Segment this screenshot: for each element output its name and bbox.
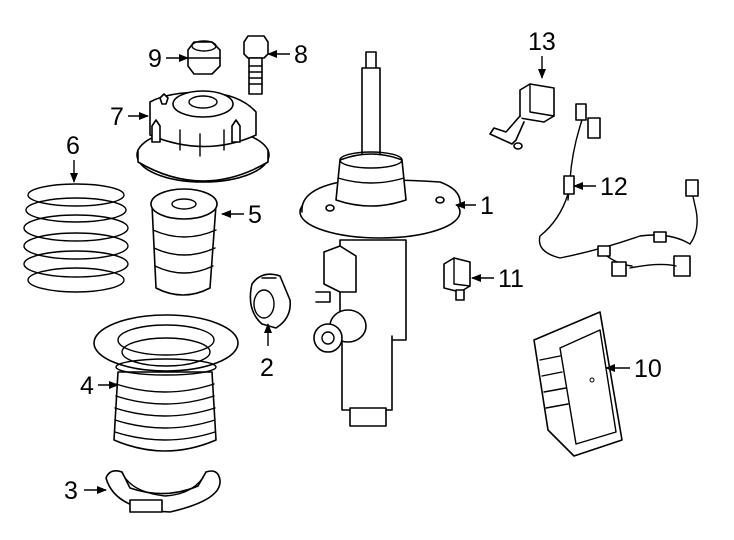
callout-9: 9 [148,45,162,73]
wiring-harness [538,103,699,277]
callout-12: 12 [600,173,628,201]
bushing [249,273,292,329]
dust-boot [93,314,239,452]
callout-4: 4 [80,372,94,400]
coil-spring [23,183,129,293]
callout-1: 1 [480,192,494,220]
bump-stop [150,188,218,296]
callout-5: 5 [248,201,262,229]
lower-spring-pad [105,470,221,513]
sensor-clip [443,257,471,301]
callout-labels: 1 2 3 4 5 6 7 8 9 10 11 12 13 [64,28,662,505]
height-sensor [489,83,555,150]
shock-absorber [299,51,461,427]
callout-7: 7 [110,103,124,131]
callout-6: 6 [66,132,80,160]
callout-3: 3 [64,477,78,505]
callout-11: 11 [498,265,524,293]
callout-2: 2 [260,354,274,382]
leader-lines [70,50,630,494]
callout-13: 13 [528,28,556,56]
control-module [533,311,623,457]
callout-8: 8 [294,41,308,69]
nut [187,40,221,75]
callout-10: 10 [634,355,662,383]
strut-mount [136,90,270,183]
bolt [243,35,269,95]
